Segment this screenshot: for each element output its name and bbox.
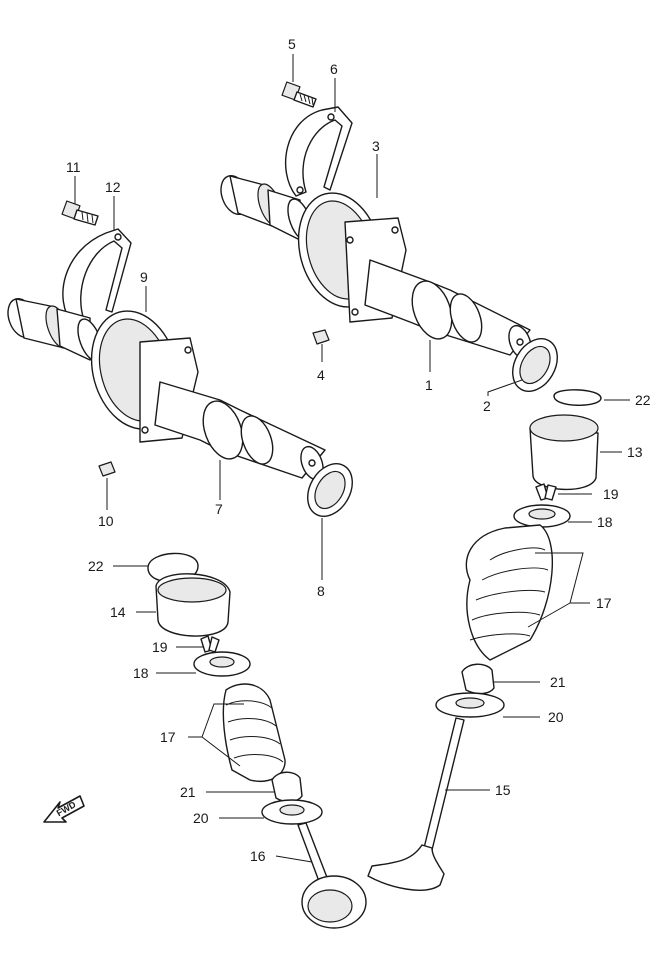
- valve-15: [367, 717, 465, 891]
- valve-springs-17-left: [222, 683, 286, 782]
- callout-7: 7: [215, 501, 223, 517]
- right-camshaft-group: [220, 81, 558, 392]
- callout-3: 3: [372, 138, 380, 154]
- leader-lines: [74, 54, 630, 863]
- dowel-pin-4: [312, 329, 330, 345]
- spring-seat-20-left: [261, 799, 323, 825]
- callout-21-left: 21: [180, 784, 196, 800]
- callout-18-left: 18: [133, 665, 149, 681]
- callout-22-right: 22: [635, 392, 651, 408]
- bolt-11: [61, 200, 99, 226]
- callout-13: 13: [627, 444, 643, 460]
- callout-16: 16: [250, 848, 266, 864]
- thrust-washer-8: [307, 463, 353, 517]
- tappet-13: [529, 414, 599, 491]
- camshaft-1: [220, 174, 532, 360]
- shim-22-right: [553, 389, 602, 406]
- callout-2: 2: [483, 398, 491, 414]
- callout-20-left: 20: [193, 810, 209, 826]
- thrust-washer-2: [512, 338, 558, 392]
- valve-cotters-19-right: [535, 483, 557, 501]
- callout-17-right: 17: [596, 595, 612, 611]
- callout-17-left: 17: [160, 729, 176, 745]
- bolt-5: [281, 81, 317, 108]
- callout-21-right: 21: [550, 674, 566, 690]
- cam-bracket-12: [62, 228, 132, 326]
- callout-22-left: 22: [88, 558, 104, 574]
- callout-9: 9: [140, 269, 148, 285]
- spring-seat-20-right: [435, 692, 505, 718]
- callout-11: 11: [66, 159, 81, 175]
- valve-stem-seal-21-right: [461, 663, 495, 695]
- valve-16: [297, 822, 367, 929]
- valve-springs-17-right: [465, 524, 554, 661]
- tappet-14: [155, 573, 231, 637]
- callout-1: 1: [425, 377, 433, 393]
- left-camshaft-group: [7, 200, 353, 517]
- callout-5: 5: [288, 36, 296, 52]
- callout-18-right: 18: [597, 514, 613, 530]
- dowel-pin-10: [98, 461, 116, 477]
- callout-labels: 1 2 3 4 5 6 7 8 9 10 11 12 13 14 15 16 1…: [66, 36, 651, 864]
- left-valve-train: [147, 552, 367, 929]
- valve-stem-seal-21-left: [271, 771, 303, 803]
- callout-6: 6: [330, 61, 338, 77]
- callout-10: 10: [98, 513, 114, 529]
- callout-14: 14: [110, 604, 126, 620]
- callout-19-left: 19: [152, 639, 168, 655]
- callout-20-right: 20: [548, 709, 564, 725]
- cam-bracket-6: [284, 106, 353, 197]
- spring-retainer-18-right: [513, 504, 571, 528]
- callout-12: 12: [105, 179, 121, 195]
- valve-cotters-19-left: [200, 635, 220, 653]
- callout-8: 8: [317, 583, 325, 599]
- callout-19-right: 19: [603, 486, 619, 502]
- spring-retainer-18-left: [193, 651, 251, 677]
- callout-15: 15: [495, 782, 511, 798]
- camshaft-7: [7, 297, 326, 481]
- callout-4: 4: [317, 367, 325, 383]
- forward-direction-arrow: FWD: [43, 795, 85, 823]
- right-valve-train: [367, 389, 602, 891]
